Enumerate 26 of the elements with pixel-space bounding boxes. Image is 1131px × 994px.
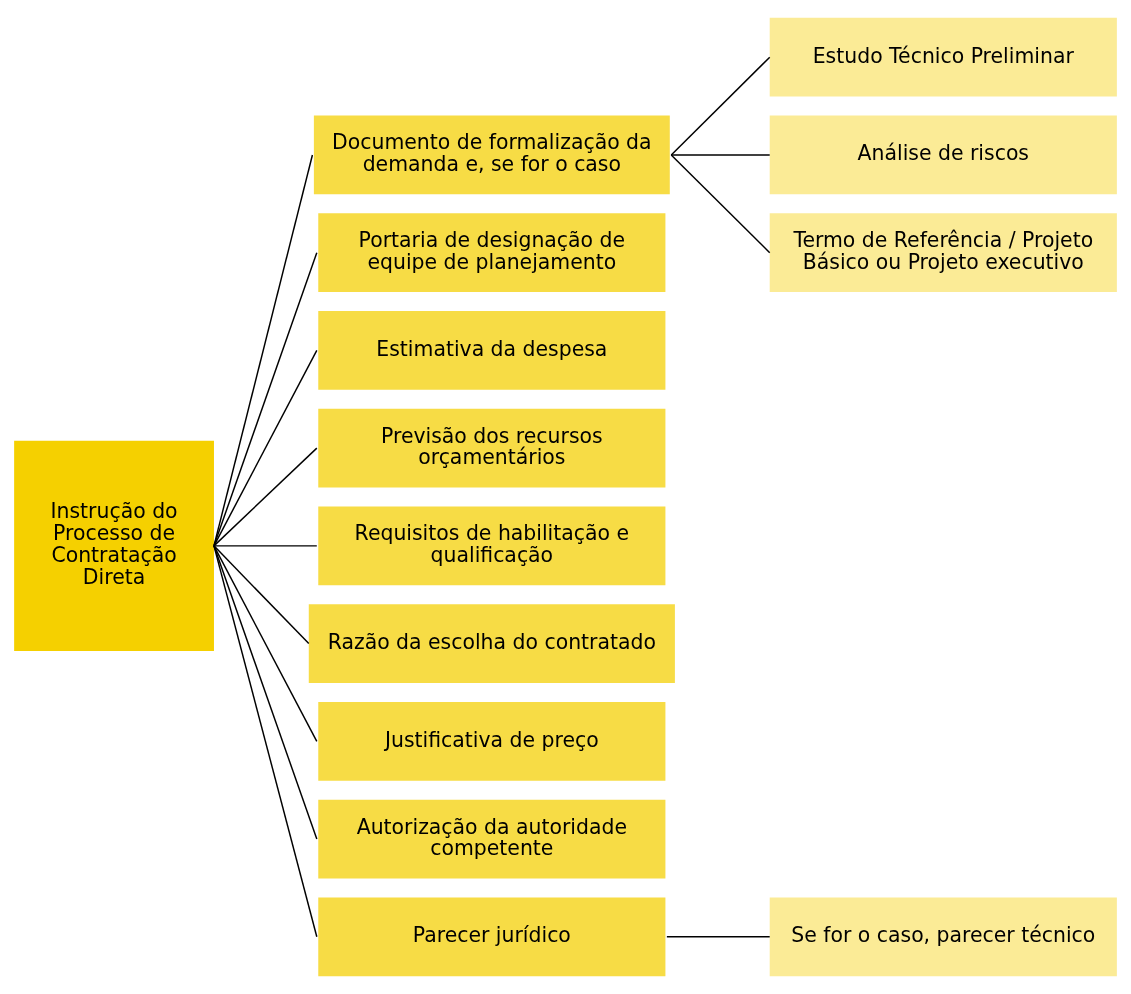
- connector: [213, 545, 318, 938]
- connector: [213, 349, 318, 547]
- connector: [670, 154, 771, 156]
- connector: [213, 545, 318, 840]
- connector: [670, 56, 771, 156]
- node-box: Portaria de designação de equipe de planejamento: [318, 213, 666, 293]
- node-box: Documento de formalização da demanda e, se for o caso: [313, 115, 670, 195]
- node-box: Parecer jurídico: [318, 897, 666, 977]
- node-box: Estudo Técnico Preliminar: [769, 17, 1117, 97]
- node-box: Instrução do Processo de Contratação Direta: [14, 440, 214, 651]
- node-box: Termo de Referência / Projeto Básico ou Projeto executivo: [769, 213, 1117, 293]
- connector: [213, 447, 318, 547]
- connector: [666, 936, 771, 938]
- node-box: Razão da escolha do contratado: [308, 604, 675, 683]
- connector: [213, 545, 318, 547]
- node-box: Requisitos de habilitação e qualificação: [318, 506, 666, 586]
- connector: [670, 154, 771, 254]
- node-box: Estimativa da despesa: [318, 311, 666, 390]
- node-box: Se for o caso, parecer técnico: [769, 897, 1117, 977]
- node-box: Previsão dos recursos orçamentários: [318, 408, 666, 488]
- node-box: Análise de riscos: [769, 115, 1117, 195]
- connector: [213, 545, 318, 743]
- connector: [213, 545, 310, 645]
- node-box: Autorização da autoridade competente: [318, 799, 666, 879]
- node-box: Justificativa de preço: [318, 701, 666, 781]
- connector: [213, 251, 318, 547]
